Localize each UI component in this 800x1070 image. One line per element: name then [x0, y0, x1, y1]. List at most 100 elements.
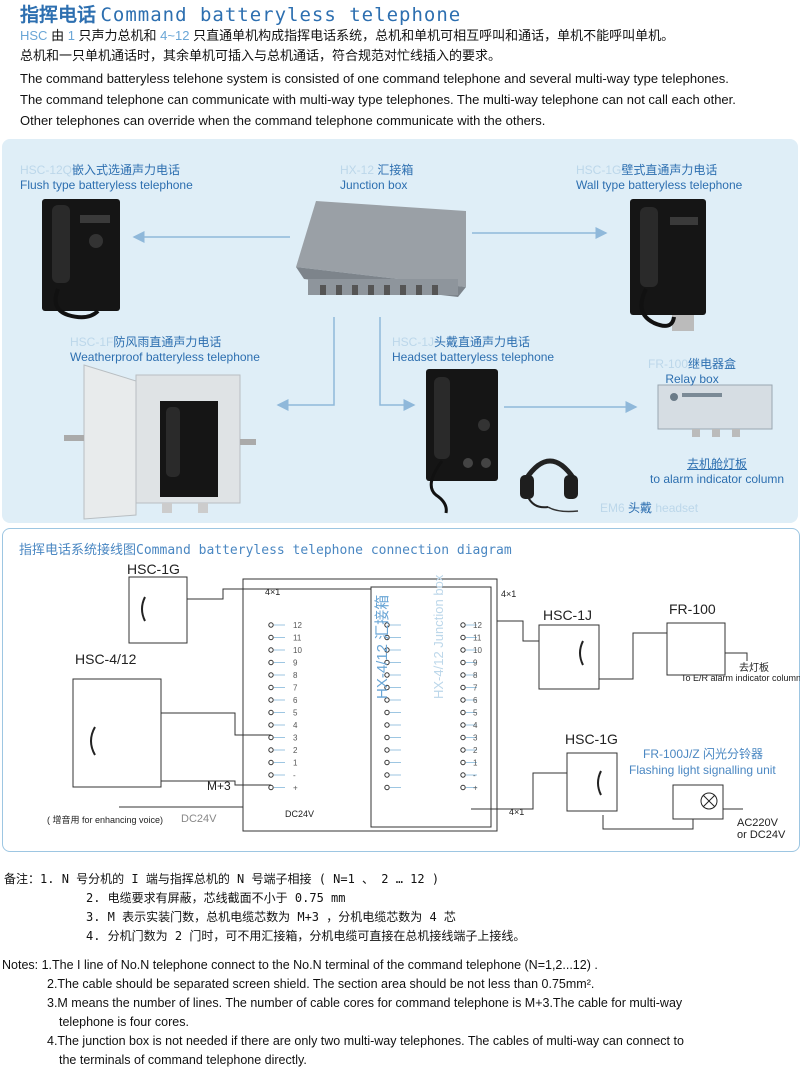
label-to-lamp-cn: 去灯板: [739, 663, 769, 674]
flash-unit-box: [672, 784, 724, 820]
note-en-3b: telephone is four cores.: [59, 1015, 189, 1029]
terminal-far-right-4: [460, 659, 466, 666]
weatherproof-telephone-image: [64, 364, 256, 520]
product-illustrations: [42, 199, 773, 520]
label-to-lamp-en: To E/R alarm indicator column: [681, 673, 800, 683]
label-cable-c: 4×1: [509, 807, 525, 817]
note-en-3a: 3.M means the number of lines. The numbe…: [47, 996, 683, 1010]
label-wall: HSC-1G壁式直通声力电话 Wall type batteryless tel…: [576, 163, 743, 192]
flush-telephone-image: [42, 199, 120, 320]
note-cn-1: 备注：1. N 号分机的 I 端与指挥总机的 N 号端子相接 ( N=1 、 2…: [4, 872, 440, 886]
terminal-left-8: [268, 709, 274, 716]
connection-diagram: 指挥电话系统接线图Command batteryless telephone c…: [2, 528, 800, 852]
terminal-right-9: [384, 722, 390, 728]
label-ac-1: AC220V: [737, 817, 778, 829]
terminal-far-right-label-7: 6: [473, 696, 478, 705]
note-en-2: 2.The cable should be separated screen s…: [47, 977, 595, 991]
terminal-far-right-label-14: +: [473, 784, 478, 793]
note-en-4b: the terminals of command telephone direc…: [59, 1053, 307, 1067]
title-en: Command batteryless telephone: [100, 4, 462, 26]
terminal-far-right-2: [460, 634, 466, 641]
label-headset: EM6 头戴 headset: [600, 501, 699, 515]
terminal-left-label-13: -: [293, 771, 296, 780]
intro-line-5: Other telephones can override when the c…: [20, 113, 546, 128]
terminal-far-right-label-3: 10: [473, 646, 482, 655]
terminal-far-right-label-1: 12: [473, 621, 482, 630]
terminal-left-label-1: 12: [293, 621, 302, 630]
terminal-left-label-9: 4: [293, 721, 298, 730]
terminal-far-right-14: [460, 784, 466, 791]
terminal-far-right-label-9: 4: [473, 721, 478, 730]
page-title: 指挥电话 Command batteryless telephone: [20, 0, 461, 27]
terminal-left-label-3: 10: [293, 646, 302, 655]
note-cn-3: 3. M 表示实装门数，总机电缆芯数为 M+3 ，分机电缆芯数为 4 芯: [86, 910, 456, 924]
terminal-far-right-label-8: 5: [473, 709, 478, 718]
label-relay: FR-100继电器盒 Relay box: [648, 357, 737, 386]
relay-box-image: [657, 384, 773, 437]
terminal-left-label-11: 2: [293, 746, 298, 755]
terminal-far-right-5: [460, 672, 466, 678]
terminal-right-3: [384, 647, 390, 653]
terminal-far-right-label-5: 8: [473, 671, 478, 680]
terminal-left-label-4: 9: [293, 659, 298, 668]
intro-text: HSC 由 1 只声力总机和 4~12 只直通单机构成指挥电话系统，总机和单机可…: [20, 26, 736, 131]
terminal-far-right-6: [460, 684, 466, 691]
terminal-left-6: [268, 684, 274, 691]
terminal-left-11: [268, 747, 274, 753]
label-flash-model: FR-100J/Z 闪光分铃器: [643, 747, 764, 761]
junction-box-image: [296, 201, 466, 297]
label-hsc412: HSC-4/12: [75, 651, 137, 667]
terminal-right-10: [384, 734, 390, 741]
label-ac-2: or DC24V: [737, 829, 786, 841]
terminal-left-label-2: 11: [293, 634, 302, 643]
terminal-far-right-label-4: 9: [473, 659, 478, 668]
label-box-cn: HX-4/12 汇接箱: [374, 594, 391, 699]
handset-icon: [90, 596, 602, 796]
terminal-far-right-label-10: 3: [473, 734, 478, 743]
terminal-left-12: [268, 759, 274, 766]
label-cable-b: 4×1: [501, 589, 517, 599]
headset-image: [520, 458, 579, 513]
terminal-far-right-label-12: 1: [473, 759, 478, 768]
terminal-left-label-7: 6: [293, 696, 298, 705]
note-cn-2: 2. 电缆要求有屏蔽，芯线截面不小于 0.75 mm: [86, 891, 346, 905]
terminal-far-right-11: [460, 747, 466, 753]
terminal-right-6: [384, 684, 390, 691]
terminal-far-right-10: [460, 734, 466, 741]
terminal-right-5: [384, 672, 390, 678]
label-alarm: 去机舱灯板 to alarm indicator column: [650, 457, 785, 486]
title-cn: 指挥电话: [20, 4, 97, 26]
hsc1j-box: [538, 624, 600, 690]
terminal-left-label-6: 7: [293, 684, 298, 693]
terminal-far-right-label-2: 11: [473, 634, 482, 643]
label-hsc1j: HSC-1J: [543, 607, 593, 623]
terminal-right-14: [384, 784, 390, 791]
terminal-left-4: [268, 659, 274, 666]
hsc1g-top-box: [128, 576, 188, 644]
intro-line-4: The command telephone can communicate wi…: [20, 92, 736, 107]
label-dc24v-a: DC24V: [181, 813, 217, 825]
label-flash-en: Flashing light signalling unit: [629, 763, 776, 777]
terminal-left-label-12: 1: [293, 759, 298, 768]
label-box-en: HX-4/12 Junction box: [431, 574, 446, 699]
terminal-right-8: [384, 709, 390, 716]
notes-chinese: 备注：1. N 号分机的 I 端与指挥总机的 N 号端子相接 ( N=1 、 2…: [4, 870, 525, 946]
terminal-right-12: [384, 759, 390, 766]
label-m3: M+3: [207, 779, 231, 793]
terminal-far-right-12: [460, 759, 466, 766]
terminal-right-13: [384, 772, 390, 778]
note-en-4a: 4.The junction box is not needed if ther…: [47, 1034, 684, 1048]
terminal-far-right-13: [460, 772, 466, 778]
diagram-title: 指挥电话系统接线图Command batteryless telephone c…: [19, 542, 512, 558]
hsc1g-bottom-box: [566, 752, 618, 812]
terminal-right-1: [384, 622, 390, 628]
terminal-left-label-8: 5: [293, 709, 298, 718]
label-enhance: ( 增音用 for enhancing voice): [47, 815, 164, 825]
terminal-left-label-14: +: [293, 784, 298, 793]
label-hsc1g-top: HSC-1G: [127, 561, 180, 577]
terminal-right-4: [384, 659, 390, 666]
terminal-left-14: [268, 784, 274, 791]
wall-telephone-image: [630, 199, 706, 331]
